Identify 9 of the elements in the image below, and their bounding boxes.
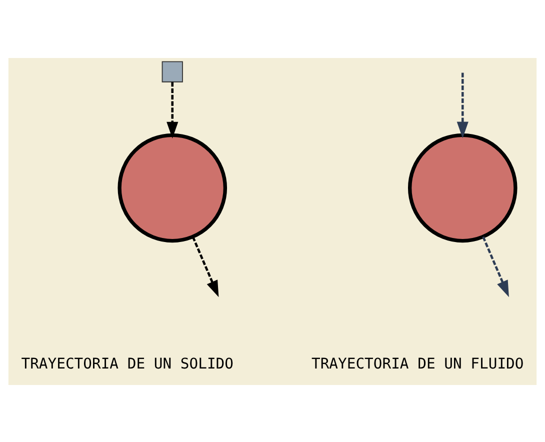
arrow <box>456 72 468 138</box>
arrow <box>166 82 178 138</box>
arrow <box>482 236 509 297</box>
node-box <box>162 60 183 82</box>
label: TRAYECTORIA DE UN FLUIDO <box>312 354 524 372</box>
node-circle <box>408 132 518 242</box>
node-circle <box>118 132 228 242</box>
label: TRAYECTORIA DE UN SOLIDO <box>21 354 234 372</box>
arrow <box>192 236 219 297</box>
